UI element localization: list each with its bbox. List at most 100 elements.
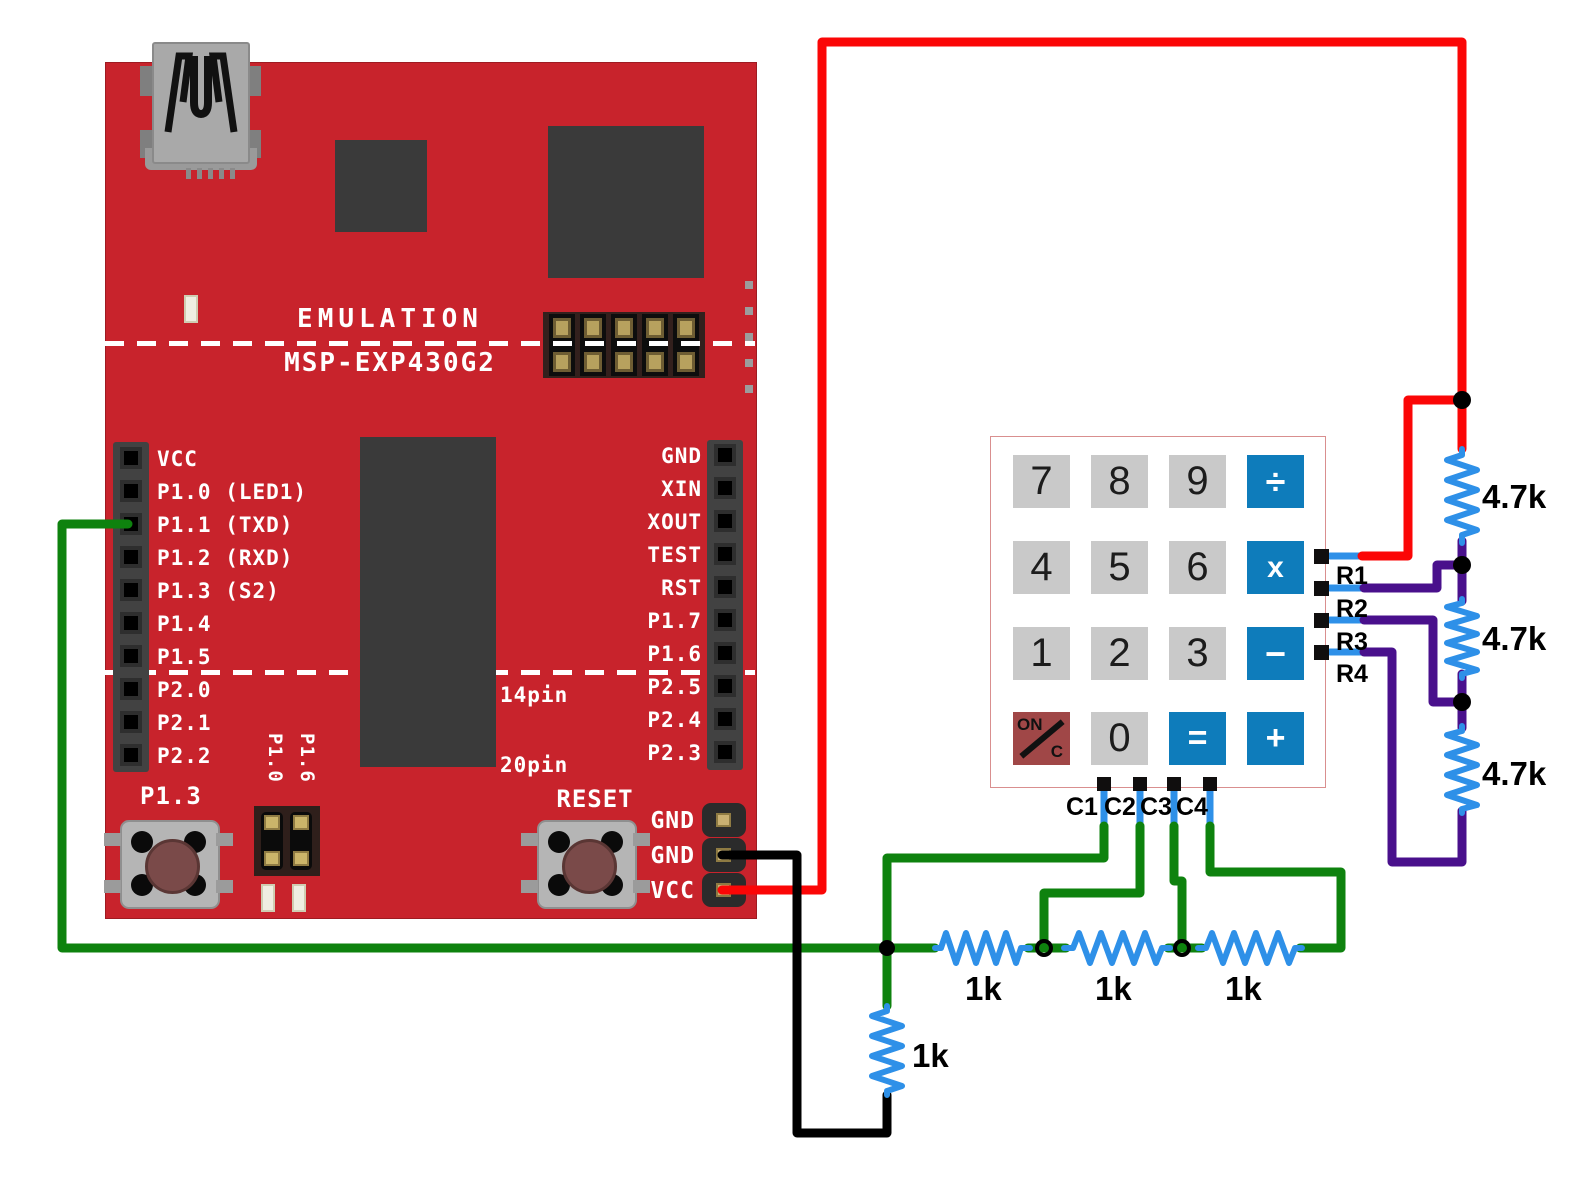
- key-6[interactable]: 6: [1169, 541, 1226, 594]
- pin-p1.0[interactable]: [120, 480, 142, 502]
- key-multiply[interactable]: x: [1247, 541, 1304, 594]
- wire-r4-purple[interactable]: [1359, 647, 1467, 867]
- key-plus[interactable]: +: [1247, 712, 1304, 765]
- key-3[interactable]: 3: [1169, 627, 1226, 680]
- pin-p2.2[interactable]: [120, 744, 142, 766]
- col-pin-label-c1: C1: [1066, 793, 1098, 821]
- row-pin-r1[interactable]: [1314, 549, 1329, 564]
- wire-c2-green[interactable]: [1039, 821, 1145, 953]
- p1.3-push-button[interactable]: [104, 820, 233, 909]
- header-pad: [553, 318, 571, 338]
- resistor-value-4.7k-2: 4.7k: [1482, 620, 1547, 657]
- resistor-1k-2[interactable]: [1061, 930, 1173, 966]
- resistor-value-1k-ground: 1k: [912, 1037, 949, 1074]
- key-9[interactable]: 9: [1169, 455, 1226, 508]
- edge-pad: [745, 385, 753, 393]
- junction-dot: [1453, 556, 1471, 574]
- pin-p2.5[interactable]: [714, 675, 736, 697]
- pin-p2.3[interactable]: [714, 741, 736, 763]
- gnd-pin-1[interactable]: [702, 803, 746, 837]
- key-0[interactable]: 0: [1091, 712, 1148, 765]
- gnd-pin-2[interactable]: [702, 838, 746, 872]
- resistor-1k-ground[interactable]: [869, 1003, 905, 1098]
- wire-r2-purple[interactable]: [1359, 560, 1462, 593]
- key-7[interactable]: 7: [1013, 455, 1070, 508]
- key-4[interactable]: 4: [1013, 541, 1070, 594]
- usb-tab: [140, 66, 153, 96]
- header-pad: [646, 352, 664, 372]
- pin-vcc[interactable]: [120, 447, 142, 469]
- key-equals[interactable]: =: [1169, 712, 1226, 765]
- resistor-4.7k-3[interactable]: [1444, 723, 1480, 816]
- right-pin-label: TEST: [647, 543, 702, 567]
- left-pin-label: P1.5: [157, 645, 212, 669]
- pin-p1.6[interactable]: [714, 642, 736, 664]
- led2-green: [292, 884, 306, 912]
- resistor-1k-3[interactable]: [1195, 930, 1305, 966]
- row-pin-r2[interactable]: [1314, 581, 1329, 596]
- header-pad: [677, 352, 695, 372]
- pin-p1.3[interactable]: [120, 579, 142, 601]
- col-pin-c3[interactable]: [1167, 777, 1181, 791]
- pin-p1.4[interactable]: [120, 612, 142, 634]
- junction-dot: [879, 940, 895, 956]
- right-pin-label: RST: [661, 576, 702, 600]
- pin-xout[interactable]: [714, 510, 736, 532]
- pin-p1.1[interactable]: [120, 513, 142, 535]
- emulation-divider-line: [105, 341, 755, 346]
- header-pad: [615, 352, 633, 372]
- right-pin-label: P2.4: [647, 708, 702, 732]
- pin-xin[interactable]: [714, 477, 736, 499]
- header-pad: [615, 318, 633, 338]
- pin-p2.4[interactable]: [714, 708, 736, 730]
- key-8[interactable]: 8: [1091, 455, 1148, 508]
- chip-small: [335, 140, 427, 232]
- row-pin-r3[interactable]: [1314, 613, 1329, 628]
- wire-c4-green[interactable]: [1205, 821, 1346, 953]
- pin-p2.1[interactable]: [120, 711, 142, 733]
- resistor-4.7k-2[interactable]: [1444, 596, 1480, 681]
- edge-pad: [745, 307, 753, 315]
- edge-pad: [745, 333, 753, 341]
- junction-ring: [1173, 939, 1191, 957]
- pin-p1.5[interactable]: [120, 645, 142, 667]
- key-2[interactable]: 2: [1091, 627, 1148, 680]
- row-pin-label-r4: R4: [1336, 660, 1368, 688]
- junction-ring: [1035, 939, 1053, 957]
- mini-usb-connector: [152, 42, 250, 164]
- right-pin-label: XIN: [661, 477, 702, 501]
- col-pin-c1[interactable]: [1097, 777, 1111, 791]
- resistor-4.7k-1[interactable]: [1444, 446, 1480, 546]
- key-divide[interactable]: ÷: [1247, 455, 1304, 508]
- key-1[interactable]: 1: [1013, 627, 1070, 680]
- col-pin-c4[interactable]: [1203, 777, 1217, 791]
- usb-pin: [197, 168, 202, 179]
- col-pin-c2[interactable]: [1133, 777, 1147, 791]
- label-gnd1: GND: [650, 808, 695, 834]
- mini-usb-icon: [164, 52, 238, 133]
- right-pin-label: P1.6: [647, 642, 702, 666]
- col-pin-label-c4: C4: [1176, 793, 1208, 821]
- resistor-value-4.7k-1: 4.7k: [1482, 478, 1547, 515]
- key-5[interactable]: 5: [1091, 541, 1148, 594]
- wire-c3-green[interactable]: [1169, 821, 1187, 953]
- pin-p2.0[interactable]: [120, 678, 142, 700]
- label-p1.3-button: P1.3: [140, 782, 202, 810]
- usb-pin: [186, 168, 191, 179]
- label-vcc: VCC: [650, 878, 695, 904]
- pin-gnd[interactable]: [714, 444, 736, 466]
- key-minus[interactable]: −: [1247, 627, 1304, 680]
- label-20pin: 20pin: [500, 753, 569, 777]
- row-pin-r4[interactable]: [1314, 645, 1329, 660]
- key-on-c[interactable]: ON C: [1013, 712, 1070, 765]
- pin-p1.2[interactable]: [120, 546, 142, 568]
- wire-r1-red[interactable]: [1357, 395, 1467, 561]
- pin-test[interactable]: [714, 543, 736, 565]
- pin-rst[interactable]: [714, 576, 736, 598]
- pin-p1.7[interactable]: [714, 609, 736, 631]
- vcc-pin[interactable]: [702, 873, 746, 907]
- wire-r3-purple[interactable]: [1359, 615, 1462, 707]
- led-jumper-block[interactable]: [254, 806, 320, 876]
- header-pad: [553, 352, 571, 372]
- resistor-1k-1[interactable]: [932, 930, 1033, 966]
